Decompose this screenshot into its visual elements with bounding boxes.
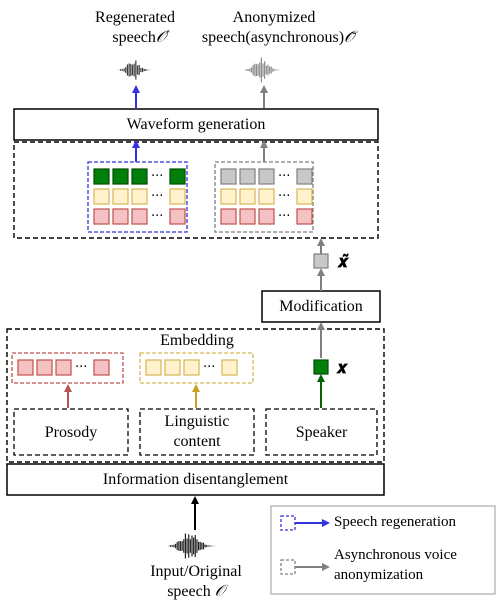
anon-prosody-cell: [220, 208, 237, 225]
anonymized-label-text: speech(asynchronous): [201, 29, 345, 46]
input-label-line2: speech 𝒪: [140, 581, 252, 601]
linguistic-label-line2: content: [173, 433, 221, 450]
anon-top-cell: [239, 168, 256, 185]
input-label-text: speech: [167, 583, 211, 600]
regen-linguistic-cell: [169, 188, 186, 205]
anon-embedding-grid: ··· ··· ···: [220, 168, 313, 225]
regenerated-label-text: speech: [112, 29, 156, 46]
embedding-label: Embedding: [160, 332, 234, 349]
anonymized-label-line1: Anonymized: [232, 9, 316, 26]
information-disentanglement-label: Information disentanglement: [102, 471, 289, 488]
regenerated-label-line1: Regenerated: [95, 9, 175, 26]
regen-embedding-grid: ··· ··· ···: [93, 168, 186, 225]
linguistic-ellipsis: ···: [203, 360, 215, 375]
input-symbol: 𝒪: [214, 581, 225, 600]
anon-top-cell: [220, 168, 237, 185]
linguistic-cell: [164, 359, 181, 376]
speaker-label: Speaker: [295, 424, 348, 441]
anon-linguistic-cell: [239, 188, 256, 205]
linguistic-label-line1: Linguistic: [164, 413, 230, 430]
legend-async-line2: anonymization: [334, 567, 424, 583]
prosody-cell: [17, 359, 34, 376]
linguistic-cell: [145, 359, 162, 376]
anon-linguistic-cell: [220, 188, 237, 205]
prosody-label: Prosody: [44, 424, 98, 441]
regenerated-label-line2: speech𝒪′: [86, 27, 196, 47]
regenerated-output-waveform-icon: [118, 60, 152, 80]
legend-async-line1: Asynchronous voice: [334, 547, 457, 563]
anon-prosody-cell: [296, 208, 313, 225]
anon-top-ellipsis: ···: [278, 169, 290, 184]
anon-prosody-cell: [239, 208, 256, 225]
prosody-cell: [93, 359, 110, 376]
linguistic-cell: [183, 359, 200, 376]
linguistic-embedding-row: ···: [145, 359, 238, 376]
regen-linguistic-ellipsis: ···: [151, 189, 163, 204]
information-disentanglement-box: [6, 463, 385, 496]
waveform-generation-label: Waveform generation: [126, 116, 266, 133]
anon-linguistic-cell: [258, 188, 275, 205]
linguistic-content-box: [139, 408, 255, 456]
regen-linguistic-cell: [131, 188, 148, 205]
legend-speech-regeneration: Speech regeneration: [334, 514, 457, 530]
modification-label: Modification: [279, 298, 363, 315]
regen-embedding-group: [87, 161, 188, 233]
regen-top-cell: [169, 168, 186, 185]
anon-top-cell: [258, 168, 275, 185]
speaker-box: [265, 408, 378, 456]
regen-prosody-cell: [112, 208, 129, 225]
anonymized-symbol: 𝒪̃: [344, 27, 355, 46]
anon-prosody-ellipsis: ···: [278, 209, 290, 224]
legend-box: [270, 505, 496, 595]
prosody-box: [13, 408, 129, 456]
linguistic-embedding-group: [139, 352, 254, 384]
anonymized-output-waveform-icon: [244, 57, 282, 83]
regenerated-symbol: 𝒪′: [155, 27, 170, 46]
generation-embedding-container: [13, 141, 379, 239]
speaker-embedding-square: [313, 359, 329, 375]
prosody-ellipsis: ···: [75, 360, 87, 375]
x-tilde-label: 𝒙̃: [337, 252, 349, 271]
input-waveform-icon: [168, 533, 216, 559]
prosody-cell: [36, 359, 53, 376]
x-tilde-square: [313, 253, 329, 269]
regen-linguistic-cell: [93, 188, 110, 205]
regen-prosody-cell: [93, 208, 110, 225]
regen-top-cell: [112, 168, 129, 185]
regen-linguistic-cell: [112, 188, 129, 205]
regen-prosody-cell: [169, 208, 186, 225]
x-label: 𝒙: [336, 358, 348, 377]
regen-top-cell: [131, 168, 148, 185]
modification-box: [261, 290, 381, 323]
regen-prosody-ellipsis: ···: [151, 209, 163, 224]
waveform-generation-box: [13, 108, 379, 141]
prosody-embedding-group: [11, 352, 124, 384]
linguistic-cell: [221, 359, 238, 376]
input-label-line1: Input/Original: [150, 563, 242, 580]
regen-top-cell: [93, 168, 110, 185]
anonymized-label-line2: speech(asynchronous)𝒪̃: [178, 27, 378, 47]
anon-linguistic-ellipsis: ···: [278, 189, 290, 204]
anon-prosody-cell: [258, 208, 275, 225]
anon-top-cell: [296, 168, 313, 185]
anon-linguistic-cell: [296, 188, 313, 205]
regen-prosody-cell: [131, 208, 148, 225]
prosody-embedding-row: ···: [17, 359, 110, 376]
regen-top-ellipsis: ···: [151, 169, 163, 184]
disentanglement-container: [6, 328, 385, 463]
prosody-cell: [55, 359, 72, 376]
